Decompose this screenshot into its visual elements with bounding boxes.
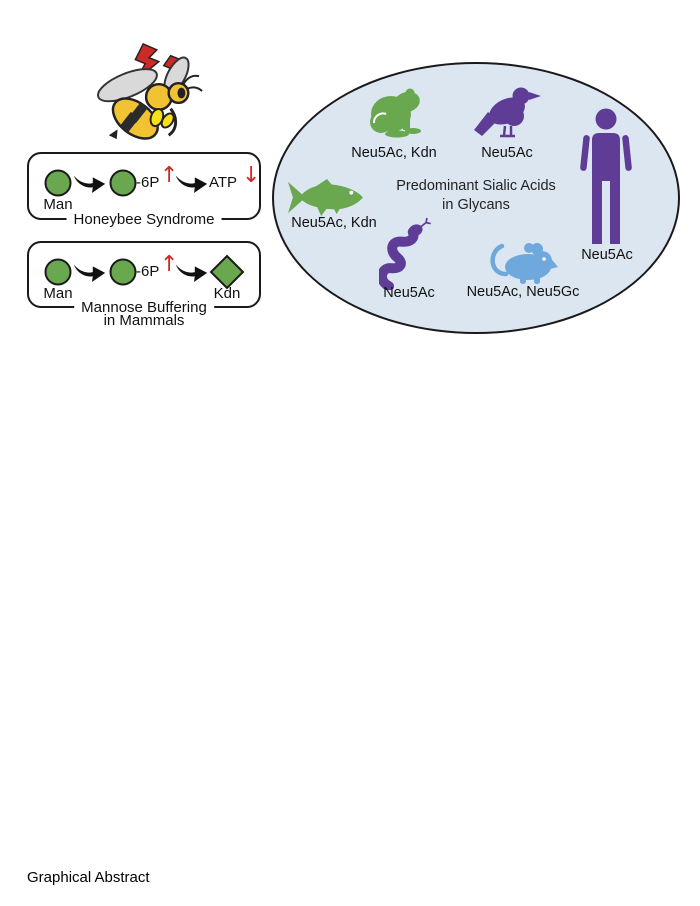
- kdn-label: Kdn: [213, 285, 241, 302]
- snake-icon: [379, 217, 431, 290]
- fish-sialic-label: Neu5Ac, Kdn: [291, 215, 377, 231]
- bee-eye: [177, 87, 186, 99]
- reaction-arrow-icon: [73, 264, 106, 282]
- reaction-arrow-icon: [73, 175, 106, 193]
- frog-icon: [370, 88, 421, 138]
- human-icon: [580, 108, 632, 244]
- bee-thorax: [144, 82, 173, 111]
- mouse-sialic-label: Neu5Ac, Neu5Gc: [466, 284, 580, 300]
- sialic-acids-ellipse: Predominant Sialic Acids in Glycans Neu5…: [272, 62, 680, 334]
- mannose-buffering-panel: Man -6P ↑ Kdn Mannose Buffering in Mamma…: [27, 241, 261, 329]
- bird-icon: [474, 87, 541, 138]
- distressed-honeybee-icon: [97, 43, 203, 145]
- bee-antenna: [185, 86, 203, 92]
- panel-caption: Honeybee Syndrome: [66, 211, 222, 228]
- frog-sialic-label: Neu5Ac, Kdn: [351, 145, 437, 161]
- bee-leg: [160, 112, 175, 129]
- kdn-diamond-icon: [209, 254, 245, 290]
- fish-icon: [288, 179, 363, 216]
- panel-caption: Mannose Buffering: [74, 299, 214, 316]
- bee-stinger: [108, 129, 118, 140]
- ellipse-title: Predominant Sialic Acids in Glycans: [326, 177, 626, 215]
- ellipse-title-line2: in Glycans: [442, 197, 510, 213]
- mannose-circle-icon: [109, 169, 137, 197]
- mannose-circle-icon: [109, 258, 137, 286]
- increase-arrow-icon: ↑: [160, 252, 179, 277]
- man6p-label: -6P: [136, 263, 160, 280]
- mannose-label: Man: [43, 285, 73, 302]
- bee-antenna: [182, 74, 200, 85]
- snake-sialic-label: Neu5Ac: [383, 285, 435, 301]
- panel-caption-line2: in Mammals: [103, 312, 185, 329]
- ellipse-title-line1: Predominant Sialic Acids: [396, 178, 556, 194]
- figure-caption: Graphical Abstract: [27, 869, 150, 886]
- bird-sialic-label: Neu5Ac: [481, 145, 533, 161]
- reaction-arrow-icon: [175, 264, 208, 282]
- reaction-arrow-icon: [175, 175, 208, 193]
- bee-leg: [167, 107, 177, 137]
- mannose-circle-icon: [44, 258, 72, 286]
- increase-arrow-icon: ↑: [160, 163, 179, 188]
- mannose-circle-icon: [44, 169, 72, 197]
- human-sialic-label: Neu5Ac: [581, 247, 633, 263]
- honeybee-syndrome-panel: Man -6P ↑ ATP ↓ Honeybee Syndrome: [27, 152, 261, 228]
- atp-label: ATP: [209, 174, 238, 191]
- bee-wing: [97, 68, 158, 103]
- decrease-arrow-icon: ↓: [242, 163, 261, 188]
- man6p-label: -6P: [136, 174, 160, 191]
- mannose-label: Man: [43, 196, 73, 213]
- mouse-icon: [490, 243, 558, 284]
